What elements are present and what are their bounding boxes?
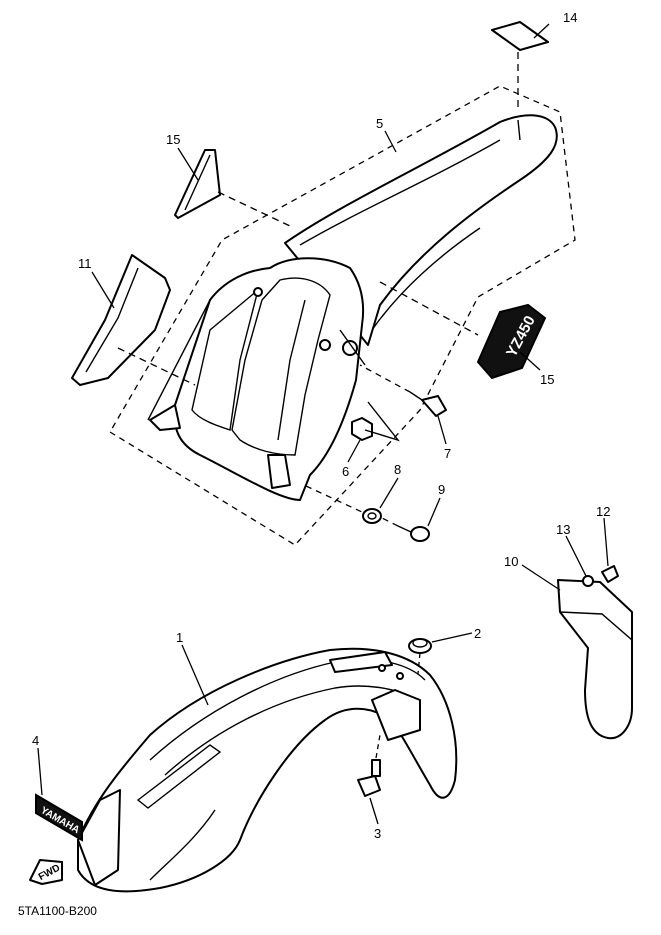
callout-numbers: 14 5 15 11 15 7 6 8 9 10 13 12 2 1 4 3 — [32, 10, 610, 841]
callout-1: 1 — [176, 630, 183, 645]
brand-decal-4: YAMAHA — [35, 793, 83, 842]
bolt-9 — [381, 517, 430, 542]
mud-flap — [557, 579, 633, 740]
callout-9: 9 — [438, 482, 445, 497]
callout-13: 13 — [556, 522, 570, 537]
callout-15-right: 15 — [540, 372, 554, 387]
callout-6: 6 — [342, 464, 349, 479]
callout-5: 5 — [376, 116, 383, 131]
callout-8: 8 — [394, 462, 401, 477]
callout-11: 11 — [78, 256, 92, 271]
callout-4: 4 — [32, 733, 39, 748]
clip-nut-6 — [351, 401, 400, 442]
fwd-arrow-decal: FWD — [29, 859, 63, 885]
callout-14: 14 — [563, 10, 577, 25]
model-decal-15: YZ450 — [379, 281, 547, 380]
mud-flap-assembly — [557, 565, 633, 740]
grommet-2 — [408, 638, 432, 675]
side-graphic-left — [174, 149, 291, 227]
rear-fender-assembly — [109, 85, 576, 546]
callout-3: 3 — [374, 826, 381, 841]
front-fender — [77, 647, 458, 893]
callout-leaders — [37, 23, 609, 825]
callout-10: 10 — [504, 554, 518, 569]
callout-15-left: 15 — [166, 132, 180, 147]
callout-7: 7 — [444, 446, 451, 461]
collar-8 — [305, 485, 382, 524]
bolt-3 — [357, 734, 381, 797]
washer-13 — [582, 575, 594, 587]
front-fender-assembly: YAMAHA FWD — [29, 638, 458, 893]
callout-2: 2 — [474, 626, 481, 641]
bolt-7 — [359, 364, 447, 417]
screw-12 — [601, 565, 619, 583]
callout-12: 12 — [596, 504, 610, 519]
diagram-code: 5TA1100-B200 — [18, 904, 97, 918]
side-panel-11 — [71, 254, 196, 386]
sticker-14 — [491, 21, 549, 110]
